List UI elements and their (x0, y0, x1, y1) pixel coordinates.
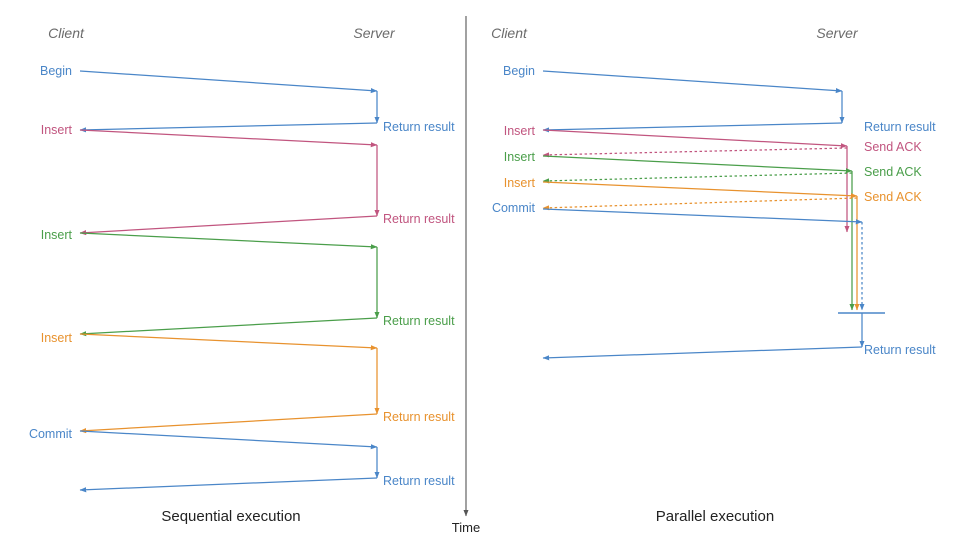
msg-label-parallel-server-1: Send ACK (864, 140, 922, 154)
panel-caption-parallel: Parallel execution (656, 508, 774, 525)
msg-label-sequential-client-3: Insert (41, 331, 73, 345)
msg-label-sequential-server-3: Return result (383, 410, 455, 424)
flow-parallel-insert3-request (542, 181, 858, 199)
msg-label-parallel-client-0: Begin (503, 64, 535, 78)
flow-sequential-begin-response (79, 122, 378, 133)
msg-label-parallel-server-2: Send ACK (864, 165, 922, 179)
flow-sequential-insert1-request (79, 129, 378, 148)
flow-parallel-insert3-ack (542, 197, 858, 211)
flow-sequential-insert1-response (79, 215, 378, 236)
flow-sequential-insert3-request (79, 333, 378, 351)
msg-label-parallel-client-4: Commit (492, 201, 536, 215)
flow-parallel-begin-request (542, 70, 843, 94)
msg-label-sequential-server-2: Return result (383, 314, 455, 328)
lane-title-server-parallel: Server (816, 25, 859, 41)
lane-title-client-sequential: Client (48, 25, 85, 41)
msg-label-sequential-client-4: Commit (29, 427, 73, 441)
flow-parallel-begin-response (542, 122, 843, 133)
flow-sequential-insert3-response (79, 413, 378, 434)
flow-sequential-insert2-request (79, 232, 378, 250)
flow-parallel-insert1-request (542, 129, 848, 149)
msg-label-parallel-client-3: Insert (504, 176, 536, 190)
flow-parallel-insert2-request (542, 155, 853, 174)
flow-parallel-commit-request (542, 208, 863, 225)
time-axis-label: Time (452, 520, 480, 535)
msg-label-parallel-server-4: Return result (864, 343, 936, 357)
msg-label-sequential-server-4: Return result (383, 474, 455, 488)
msg-label-sequential-client-1: Insert (41, 123, 73, 137)
lane-title-server-sequential: Server (353, 25, 396, 41)
lane-title-client-parallel: Client (491, 25, 528, 41)
msg-label-parallel-client-2: Insert (504, 150, 536, 164)
msg-label-parallel-server-3: Send ACK (864, 190, 922, 204)
flow-sequential-commit-request (79, 430, 378, 450)
flow-sequential-commit-response (79, 477, 378, 493)
msg-label-sequential-client-2: Insert (41, 228, 73, 242)
flow-arrows-layer (79, 16, 885, 517)
flow-parallel-commit-response (542, 346, 863, 361)
msg-label-sequential-server-0: Return result (383, 120, 455, 134)
flow-sequential-begin-request (79, 70, 378, 94)
flow-parallel-insert2-ack (542, 172, 853, 184)
flow-sequential-insert2-response (79, 317, 378, 337)
msg-label-sequential-client-0: Begin (40, 64, 72, 78)
msg-label-sequential-server-1: Return result (383, 212, 455, 226)
panel-caption-sequential: Sequential execution (161, 508, 300, 525)
msg-label-parallel-server-0: Return result (864, 120, 936, 134)
msg-label-parallel-client-1: Insert (504, 124, 536, 138)
flow-parallel-insert1-ack (542, 147, 848, 158)
